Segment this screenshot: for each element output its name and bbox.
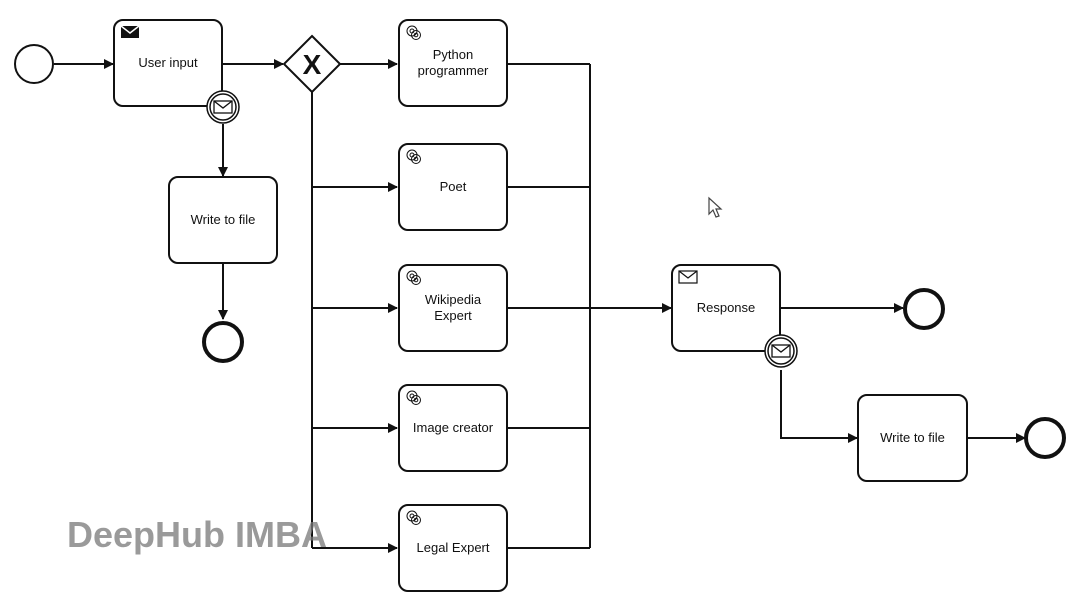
task-label: Write to file <box>190 212 256 227</box>
task-write-to-file[interactable]: Write to file <box>857 394 968 482</box>
gateway-symbol: X <box>303 49 322 80</box>
gear-icon <box>406 270 421 285</box>
watermark: DeepHub IMBA <box>67 514 327 555</box>
task-label: Image creator <box>412 420 494 435</box>
task-write-to-file[interactable]: Write to file <box>168 176 278 264</box>
task-wikipedia-expert[interactable]: Wikipedia Expert <box>398 264 508 352</box>
task-python-programmer[interactable]: Python programmer <box>398 19 508 107</box>
task-image-creator[interactable]: Image creator <box>398 384 508 472</box>
envelope-filled-icon <box>120 25 140 38</box>
gear-icon <box>406 149 421 164</box>
exclusive-gateway[interactable]: X <box>282 34 342 94</box>
task-label: Poet <box>439 179 467 194</box>
gear-icon <box>406 510 421 525</box>
task-label: Response <box>696 300 756 315</box>
task-label: Wikipedia Expert <box>424 292 482 323</box>
task-label: Write to file <box>880 430 945 445</box>
task-user-input[interactable]: User input <box>113 19 223 107</box>
envelope-outline-icon <box>213 100 233 114</box>
mouse-cursor-icon <box>708 196 723 218</box>
task-label: Python programmer <box>417 47 489 78</box>
flow-boundary-to-write-file-2[interactable] <box>780 370 858 443</box>
end-event[interactable] <box>903 288 945 330</box>
message-boundary-event[interactable] <box>205 89 241 125</box>
message-boundary-event[interactable] <box>763 333 799 369</box>
envelope-outline-icon <box>771 344 791 358</box>
task-label: User input <box>138 55 198 70</box>
envelope-outline-icon <box>678 270 698 284</box>
start-event[interactable] <box>14 44 54 84</box>
task-response[interactable]: Response <box>671 264 781 352</box>
gear-icon <box>406 25 421 40</box>
gear-icon <box>406 390 421 405</box>
task-label: Legal Expert <box>416 540 490 555</box>
task-legal-expert[interactable]: Legal Expert <box>398 504 508 592</box>
end-event[interactable] <box>1024 417 1066 459</box>
end-event[interactable] <box>202 321 244 363</box>
task-poet[interactable]: Poet <box>398 143 508 231</box>
